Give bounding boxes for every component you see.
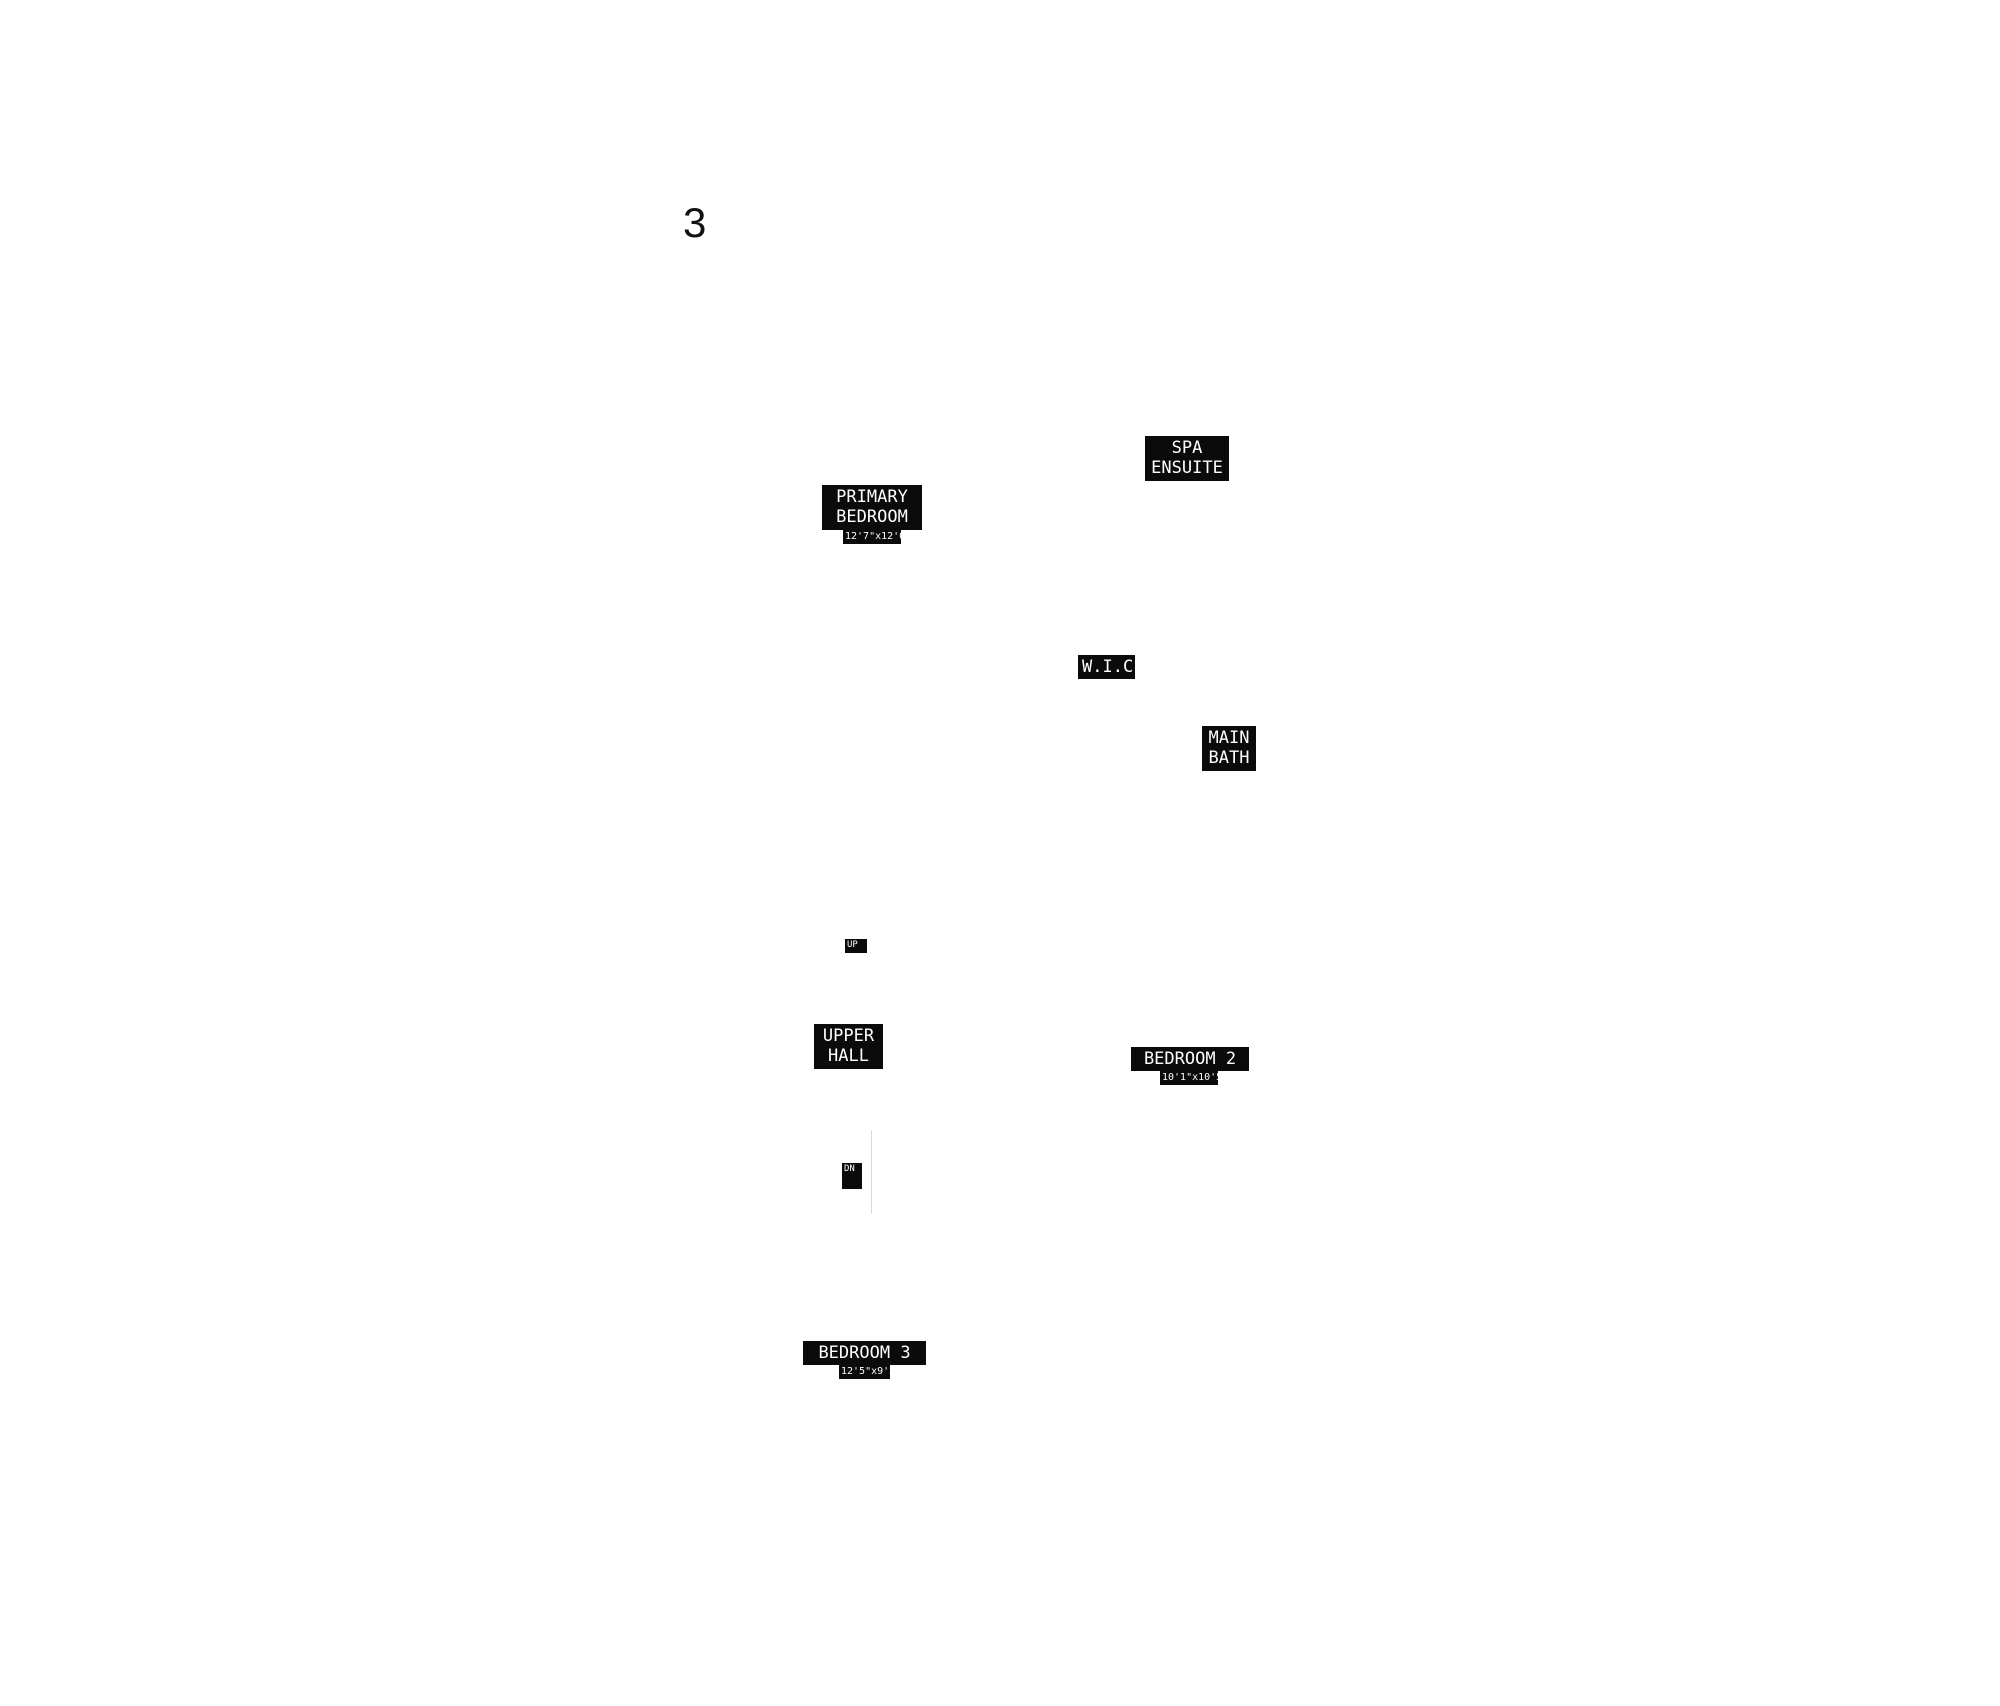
floor-number: 3 — [683, 199, 707, 246]
room-dimensions-bedroom-3: 12'5"x9'5" — [839, 1365, 902, 1379]
room-label-spa-ensuite: SPA ENSUITE — [1145, 436, 1229, 481]
room-label-bedroom-2: BEDROOM 2 — [1131, 1047, 1249, 1071]
room-label-main-bath: MAIN BATH — [1202, 726, 1256, 771]
stair-down-label: DN — [842, 1163, 862, 1189]
room-label-wic: W.I.C. — [1078, 655, 1143, 679]
stair-up-label: UP — [845, 939, 867, 953]
stair-divider-line — [871, 1130, 872, 1214]
room-label-bedroom-3: BEDROOM 3 — [803, 1341, 926, 1365]
room-dimensions-bedroom-2: 10'1"x10'5" — [1160, 1071, 1229, 1085]
room-dimensions-primary-bedroom: 12'7"x12'0" — [843, 530, 912, 544]
room-label-primary-bedroom: PRIMARY BEDROOM — [822, 485, 922, 530]
room-label-upper-hall: UPPER HALL — [814, 1024, 883, 1069]
